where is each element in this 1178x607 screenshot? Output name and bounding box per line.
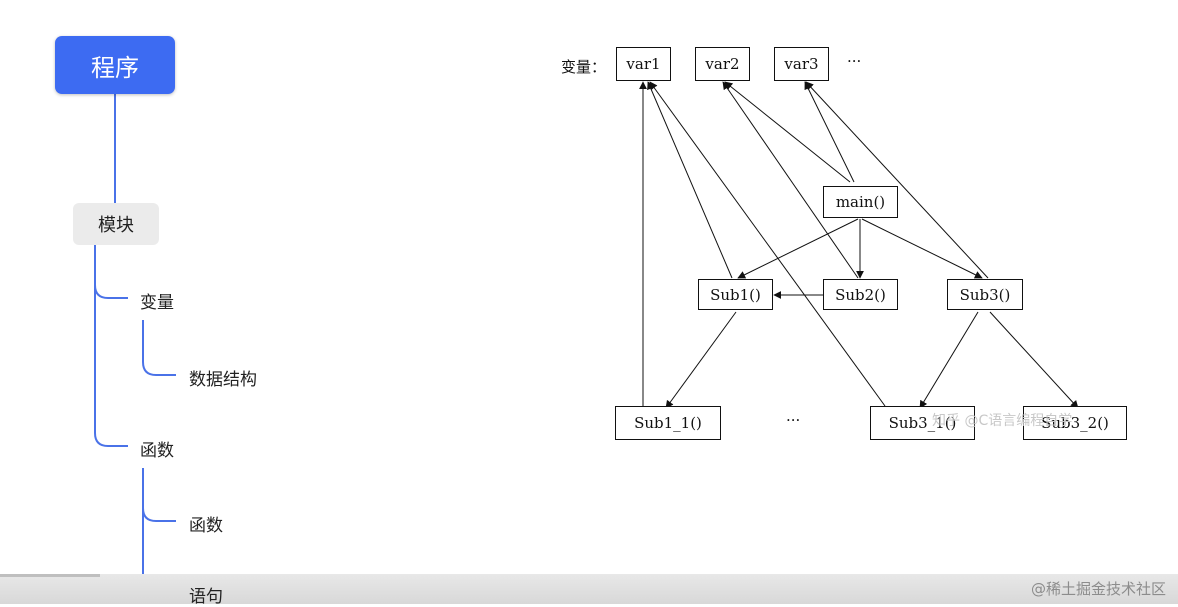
- connector-variables-datastructures: [142, 320, 176, 376]
- edge-main-sub3: [861, 218, 983, 279]
- module-node[interactable]: 模块: [73, 203, 159, 245]
- connector-module-functions: [94, 285, 128, 447]
- edge-main-var2: [724, 81, 851, 183]
- sub3-node[interactable]: Sub3(): [947, 279, 1023, 310]
- bottom-bar: 语句 @稀土掘金技术社区: [0, 574, 1178, 607]
- edge-sub3-sub3_2: [989, 311, 1079, 409]
- edge-sub2-var2: [722, 81, 859, 279]
- var-ellipsis: ···: [847, 52, 862, 70]
- edge-sub3-var3: [805, 81, 989, 279]
- connector-module-variables: [94, 245, 128, 299]
- video-progress-bar[interactable]: [0, 574, 101, 577]
- edge-main-sub1: [737, 218, 859, 279]
- zhihu-watermark: 知乎 @C语言编程自学: [932, 413, 1073, 429]
- juejin-watermark: @稀土掘金技术社区: [1030, 580, 1166, 598]
- main-node[interactable]: main(): [823, 186, 898, 218]
- edge-main-var3: [804, 81, 855, 183]
- mind-map: 程序 模块 变量 数据结构 函数 函数: [0, 0, 420, 604]
- sub3_1-node[interactable]: Sub3_1(): [870, 406, 975, 440]
- data-structures-node[interactable]: 数据结构: [189, 370, 257, 390]
- functions-node[interactable]: 函数: [189, 516, 223, 536]
- edge-sub1-var1: [647, 81, 733, 279]
- sub2-node[interactable]: Sub2(): [823, 279, 898, 310]
- var2-node[interactable]: var2: [695, 47, 750, 81]
- root-node[interactable]: 程序: [55, 36, 175, 94]
- edge-sub1-sub1_1: [665, 311, 737, 409]
- edge-sub3_1-var1: [649, 81, 886, 407]
- variables-node[interactable]: 变量: [140, 293, 174, 313]
- sub3_2-node[interactable]: Sub3_2(): [1023, 406, 1127, 440]
- var1-node[interactable]: var1: [616, 47, 671, 81]
- functions-group-node[interactable]: 函数: [140, 441, 174, 461]
- leaf-ellipsis: ···: [786, 411, 801, 429]
- call-graph-edges: [639, 81, 1079, 409]
- call-graph: 变量： var1 var2 var3 ··· main() Sub1() Sub…: [540, 30, 1160, 470]
- connector-functions-functions: [142, 468, 176, 522]
- sub1-node[interactable]: Sub1(): [698, 279, 773, 310]
- edge-sub3-sub3_1: [919, 311, 979, 409]
- var3-node[interactable]: var3: [774, 47, 829, 81]
- statements-node[interactable]: 语句: [189, 587, 223, 607]
- sub1_1-node[interactable]: Sub1_1(): [615, 406, 721, 440]
- variables-label: 变量：: [561, 58, 607, 76]
